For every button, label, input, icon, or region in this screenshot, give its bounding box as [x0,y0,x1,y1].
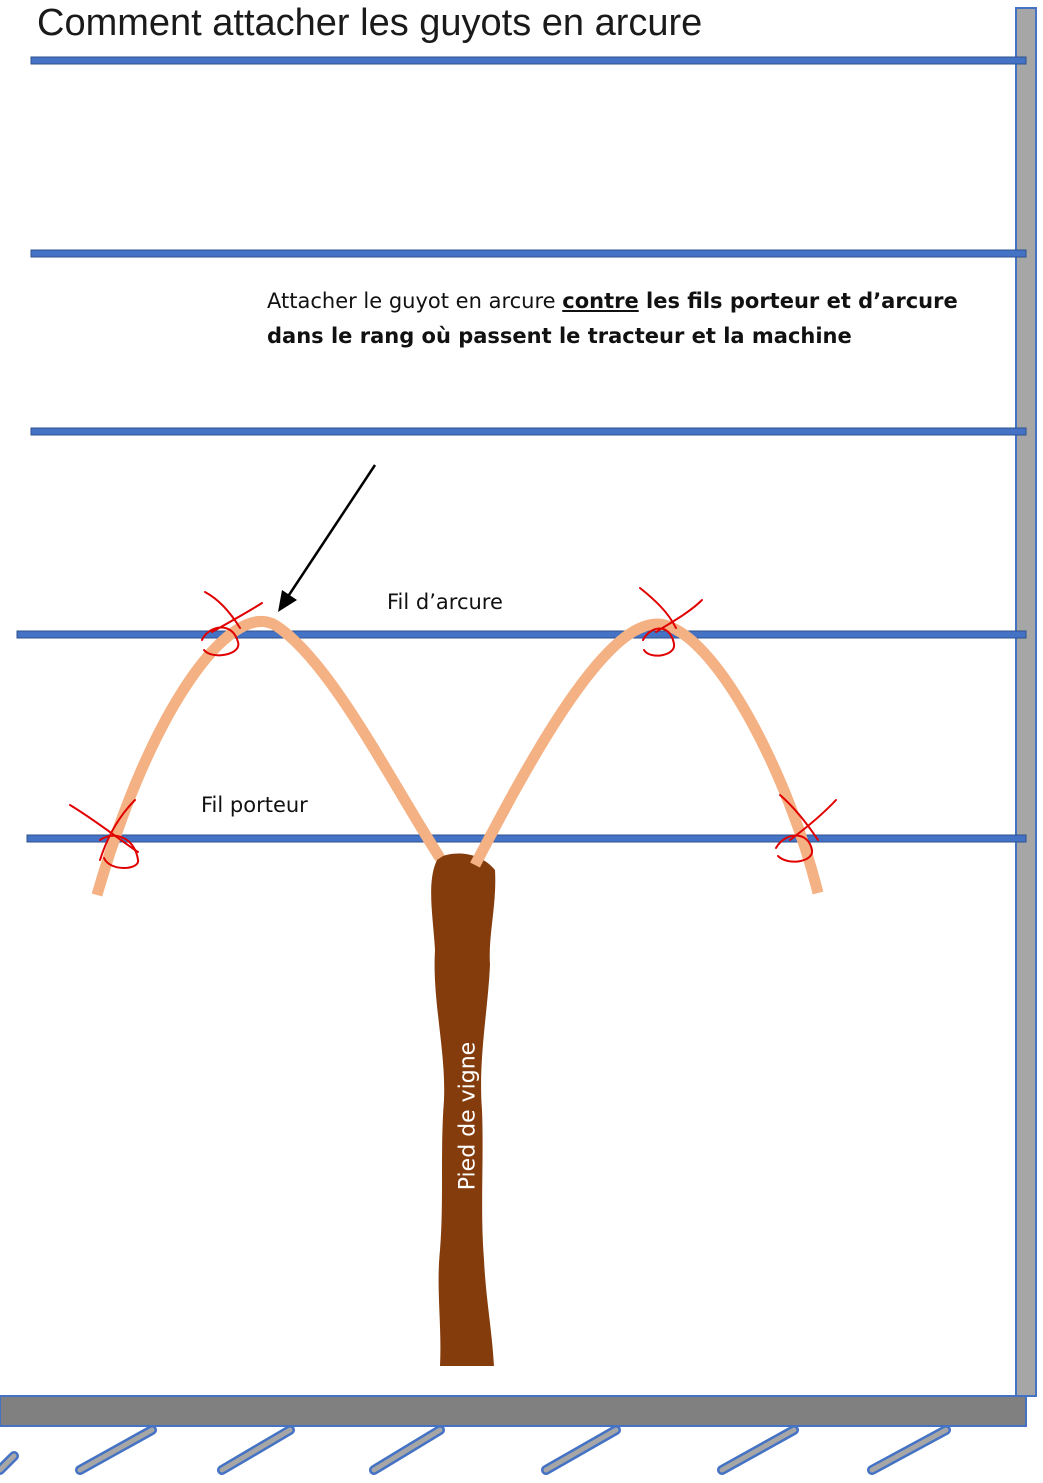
ground-beam [0,1395,1027,1427]
instruction-text: Attacher le guyot en arcure contre les f… [267,284,987,354]
instruction-part1: Attacher le guyot en arcure [267,289,563,313]
instruction-emphasis: contre [562,289,639,313]
arrow-head [278,590,297,612]
ground-stakes-fill [0,1427,949,1473]
fil-arcure-label: Fil d’arcure [387,590,503,614]
upper-wire [30,249,1027,258]
arcure-wire [16,630,1027,639]
top-wire [30,56,1027,65]
trunk-label: Pied de vigne [455,1041,481,1191]
right-cane [470,618,824,895]
middle-wire [30,427,1027,436]
tie-right-arcure [639,587,703,657]
instruction-part3: les fils porteur et d’arcure dans le ran… [267,289,958,348]
pointer-arrow [285,464,377,599]
left-cane [91,616,445,897]
page-title: Comment attacher les guyots en arcure [37,2,703,44]
tie-left-porteur [69,799,139,869]
tie-left-arcure [201,591,263,657]
ties [69,587,837,869]
tie-right-porteur [775,794,837,863]
end-post [1015,7,1037,1397]
porteur-wire [26,834,1027,843]
vine-trunk [431,853,496,1366]
fil-porteur-label: Fil porteur [201,793,308,817]
